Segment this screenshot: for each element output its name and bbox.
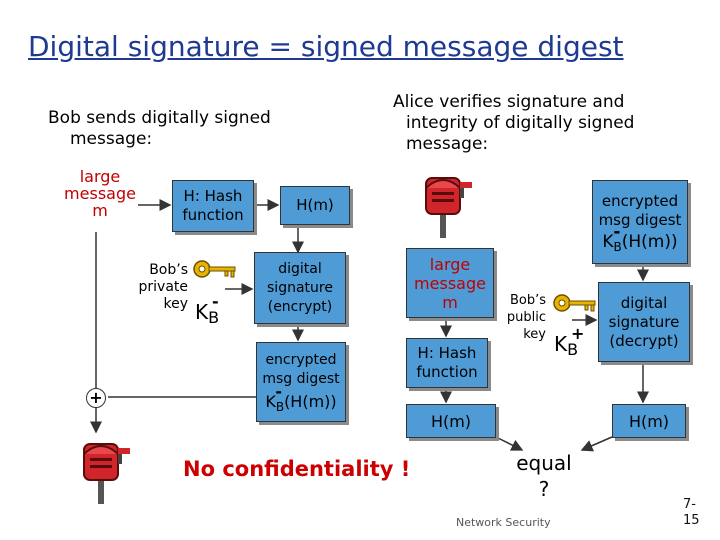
bob-private-key-line2: private xyxy=(138,279,189,295)
alice-decrypt-box: digital signature (decrypt) xyxy=(598,282,690,362)
bob-encrypted-line2: msg digest xyxy=(262,371,340,387)
alice-encrypted-line1: encrypted xyxy=(601,191,679,210)
alice-encrypted-formula: K-B(H(m)) xyxy=(602,222,678,254)
alice-formula-key-sub: B xyxy=(613,239,622,254)
alice-public-key-line3: key xyxy=(523,327,546,342)
bob-encrypted-formula: K-B(H(m)) xyxy=(265,382,337,414)
bob-formula-key-sub: B xyxy=(275,400,285,414)
alice-heading-line2: integrity of digitally signed xyxy=(406,113,635,133)
alice-heading: Alice verifies signature and integrity o… xyxy=(393,92,634,155)
equal-line1: equal xyxy=(516,451,572,475)
bob-heading-line2: message: xyxy=(70,129,153,149)
bob-private-key-symbol: KB- xyxy=(195,292,220,327)
line-hm-right-to-equal xyxy=(580,436,613,452)
footer-text: Network Security xyxy=(456,516,551,529)
alice-large-message-line3: m xyxy=(442,292,458,312)
bob-large-message-line3: m xyxy=(92,201,108,220)
alice-formula-text: (H(m)) xyxy=(621,231,678,252)
slide-title: Digital signature = signed message diges… xyxy=(28,30,624,63)
bob-heading: Bob sends digitally signed message: xyxy=(48,108,271,150)
bob-encrypted-digest-box: encrypted msg digest K-B(H(m)) xyxy=(256,342,346,422)
alice-hm-right-box: H(m) xyxy=(612,404,686,438)
alice-public-key-letter: K xyxy=(554,332,568,356)
alice-decrypt-line2: signature xyxy=(608,312,680,331)
key-icon xyxy=(193,260,236,278)
alice-hash-line2: function xyxy=(416,363,478,381)
bob-private-key-line3: key xyxy=(163,296,188,312)
mailbox-icon xyxy=(83,443,130,504)
bob-hash-line1: H: Hash xyxy=(183,187,243,205)
bob-private-key-sub: B xyxy=(208,308,220,327)
bob-large-message-line1: large xyxy=(79,167,121,186)
alice-heading-line1: Alice verifies signature and xyxy=(393,92,625,112)
no-confidentiality-note: No confidentiality ! xyxy=(183,457,411,481)
bob-hash-function-box: H: Hash function xyxy=(172,180,254,232)
bob-private-key-line1: Bob’s xyxy=(149,262,188,278)
alice-encrypted-line2: msg digest xyxy=(598,210,682,229)
alice-hash-function-box: H: Hash function xyxy=(406,338,488,388)
plus-sign: + xyxy=(89,388,103,407)
bob-sign-line3: (encrypt) xyxy=(267,298,333,315)
bob-large-message-line2: message xyxy=(64,184,136,203)
alice-large-message-line1: large xyxy=(429,254,471,274)
bob-private-key-letter: K xyxy=(195,300,209,324)
alice-heading-line3: message: xyxy=(406,134,489,154)
bob-private-key-sup: - xyxy=(212,292,219,311)
alice-large-message-line2: message xyxy=(414,273,486,293)
plus-combiner: + xyxy=(86,388,106,408)
bob-hm-box: H(m) xyxy=(280,186,350,225)
bob-formula-key-sup: - xyxy=(275,382,282,401)
alice-public-key-line2: public xyxy=(506,310,546,325)
alice-large-message-box: large message m xyxy=(406,248,494,318)
alice-hm-left-box: H(m) xyxy=(406,404,496,438)
bob-heading-line1: Bob sends digitally signed xyxy=(48,108,271,128)
bob-encrypted-line1: encrypted xyxy=(265,352,337,368)
equal-question: equal ? xyxy=(506,450,582,502)
bob-large-message: large message m xyxy=(60,168,140,219)
bob-hash-line2: function xyxy=(182,206,244,224)
page-number-line2: 15 xyxy=(683,513,700,528)
alice-decrypt-line3: (decrypt) xyxy=(609,331,679,350)
bob-sign-line1: digital xyxy=(278,260,322,277)
alice-public-key-label: Bob’s public key xyxy=(496,292,546,343)
page-number-line1: 7- xyxy=(683,497,696,512)
bob-formula-text: (H(m)) xyxy=(284,392,337,411)
alice-public-key-sup: + xyxy=(571,324,585,343)
alice-hash-line1: H: Hash xyxy=(417,344,477,362)
alice-public-key-line1: Bob’s xyxy=(509,293,546,308)
line-hm-left-to-equal xyxy=(495,436,524,451)
alice-formula-key-letter: K xyxy=(602,231,614,252)
bob-sign-line2: signature xyxy=(267,279,333,296)
alice-hm-right-text: H(m) xyxy=(628,411,670,431)
equal-line2: ? xyxy=(538,477,550,501)
alice-mailbox-icon xyxy=(425,177,472,238)
bob-sign-box: digital signature (encrypt) xyxy=(254,252,346,324)
bob-private-key-label: Bob’s private key xyxy=(126,262,189,313)
alice-public-key-symbol: KB+ xyxy=(554,324,584,359)
bob-formula-key-letter: K xyxy=(265,392,276,411)
alice-encrypted-digest-box: encrypted msg digest K-B(H(m)) xyxy=(592,180,688,264)
alice-hm-left-text: H(m) xyxy=(430,411,472,431)
bob-hm-text: H(m) xyxy=(296,196,334,214)
page-number: 7- 15 xyxy=(683,497,700,529)
alice-public-key-sub: B xyxy=(567,340,579,359)
alice-decrypt-line1: digital xyxy=(620,293,668,312)
public-key-icon xyxy=(553,294,596,312)
alice-formula-key-sup: - xyxy=(613,221,621,242)
